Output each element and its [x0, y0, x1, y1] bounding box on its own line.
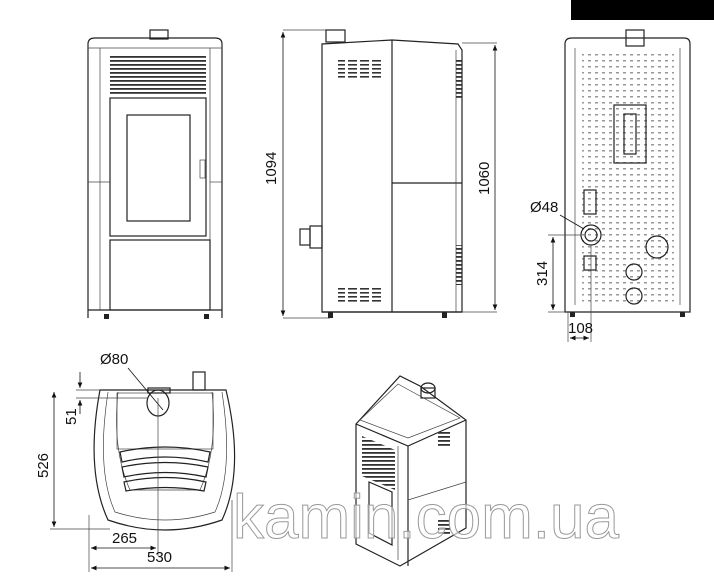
- dim-outlet-offset: 108: [568, 320, 593, 337]
- dim-total-height: 1094: [263, 152, 280, 185]
- dim-half-width: 265: [112, 530, 137, 547]
- side-view: [280, 29, 498, 319]
- dim-body-height: 1060: [476, 162, 493, 195]
- dim-width: 530: [147, 549, 172, 566]
- watermark: kamin.com.ua: [233, 483, 619, 552]
- dim-outlet-diameter: Ø48: [530, 199, 558, 216]
- perspective-view: [355, 375, 467, 567]
- dim-flue-diameter: Ø80: [100, 351, 128, 368]
- back-view: [548, 29, 691, 342]
- dim-flue-offset: 51: [63, 408, 80, 425]
- front-view: [87, 29, 223, 319]
- dim-depth: 526: [35, 453, 52, 478]
- black-bar: [571, 0, 714, 20]
- top-view: [50, 367, 236, 572]
- dim-outlet-height: 314: [534, 261, 551, 286]
